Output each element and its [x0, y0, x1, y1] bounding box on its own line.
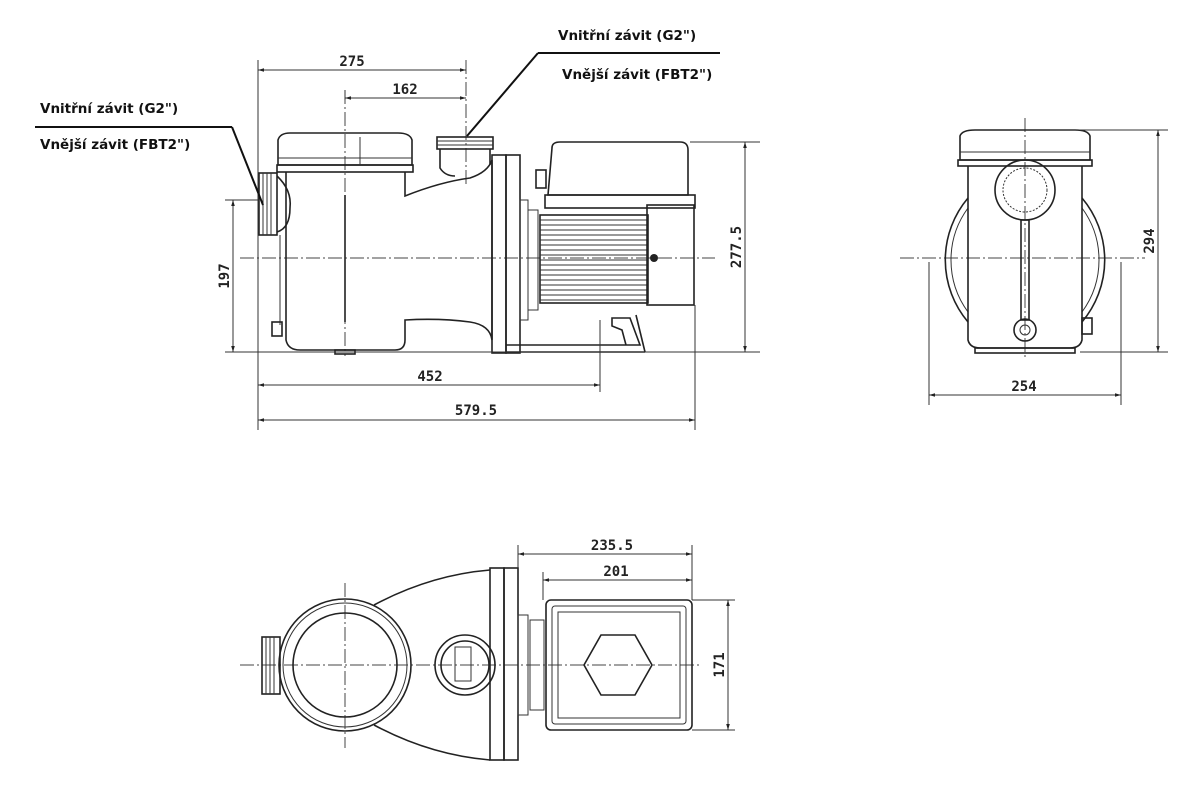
- side-view-dimensions: 275 162 197 277.5 452 579.5: [217, 54, 760, 430]
- dim-294: 294: [1142, 228, 1158, 253]
- top-view: [240, 567, 700, 761]
- outlet-internal-thread-label: Vnitřní závit (G2"): [558, 28, 696, 44]
- dim-579-5: 579.5: [455, 403, 497, 419]
- inlet-thread-callout: Vnitřní závit (G2") Vnější závit (FBT2"): [35, 101, 264, 206]
- dim-197: 197: [217, 263, 233, 288]
- side-view: [240, 60, 715, 356]
- front-view-dimensions: 294 254: [928, 129, 1168, 405]
- dim-201: 201: [603, 564, 628, 580]
- dim-254: 254: [1011, 379, 1036, 395]
- front-view: [900, 118, 1145, 360]
- dim-277-5: 277.5: [729, 226, 745, 268]
- dim-162: 162: [392, 82, 417, 98]
- dim-452: 452: [417, 369, 442, 385]
- inlet-internal-thread-label: Vnitřní závit (G2"): [40, 101, 178, 117]
- inlet-external-thread-label: Vnější závit (FBT2"): [40, 137, 190, 153]
- outlet-thread-callout: Vnitřní závit (G2") Vnější závit (FBT2"): [466, 28, 720, 137]
- dim-235-5: 235.5: [591, 538, 633, 554]
- top-view-dimensions: 235.5 201 171: [517, 538, 735, 731]
- outlet-external-thread-label: Vnější závit (FBT2"): [562, 67, 712, 83]
- dim-171: 171: [712, 652, 728, 677]
- dim-275: 275: [339, 54, 364, 70]
